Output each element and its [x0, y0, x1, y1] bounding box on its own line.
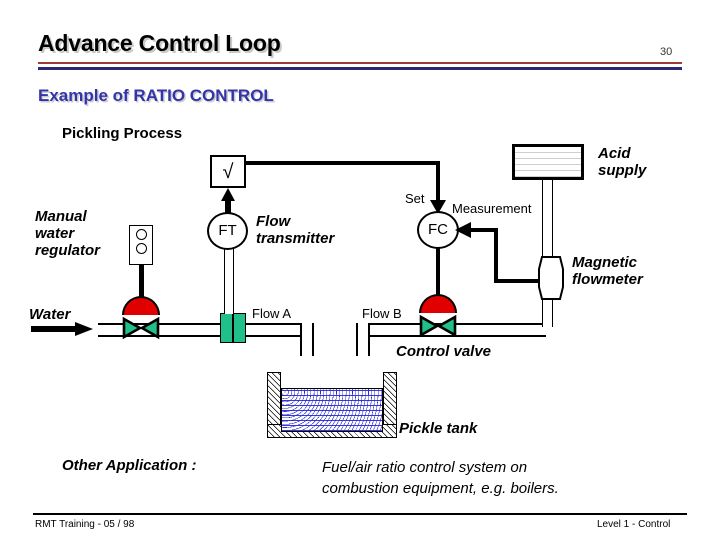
label-set: Set — [405, 191, 425, 206]
magnetic-flowmeter — [538, 256, 564, 300]
footer-left-text: RMT Training - 05 / 98 — [35, 519, 135, 530]
other-application-label: Other Application : — [62, 457, 197, 474]
acid-supply-tank — [512, 144, 584, 180]
label-acid-supply: Acid supply — [598, 145, 647, 179]
signal-measurement-vertical — [494, 228, 498, 283]
ft-to-sqrt-arrow-icon — [221, 188, 235, 214]
label-flow-b: Flow B — [362, 306, 402, 321]
label-magnetic-flowmeter: Magnetic flowmeter — [572, 254, 643, 288]
signal-sqrt-to-fc-horizontal — [244, 161, 440, 165]
water-flow-arrow-icon — [31, 322, 93, 336]
label-measurement: Measurement — [452, 201, 532, 216]
page-number: 30 — [660, 46, 673, 58]
orifice-plate-divider — [232, 313, 234, 343]
signal-measurement-lower — [494, 279, 544, 283]
measurement-arrow-icon — [455, 222, 471, 238]
tank-liquid — [281, 388, 383, 432]
label-manual-water-regulator: Manual water regulator — [35, 208, 101, 259]
square-root-extractor: √ — [210, 155, 246, 188]
other-application-text: Fuel/air ratio control system on combust… — [322, 459, 559, 497]
diagram-heading: Pickling Process — [62, 125, 183, 142]
flow-controller-bubble[interactable]: FC — [417, 211, 459, 249]
signal-sqrt-to-fc-vertical — [436, 161, 440, 203]
regulator-knob-upper — [135, 229, 147, 240]
manual-valve-actuator — [122, 296, 160, 315]
label-flow-transmitter: Flow transmitter — [256, 213, 335, 247]
set-arrow-icon — [430, 200, 446, 214]
header-rule-navy — [38, 67, 682, 70]
control-valve-actuator — [419, 294, 457, 313]
pipe-flow-a — [246, 323, 310, 337]
flow-transmitter-bubble[interactable]: FT — [207, 212, 248, 250]
label-flow-a: Flow A — [252, 306, 292, 321]
pipe-acid-upper — [542, 178, 553, 257]
manual-regulator-box — [129, 225, 153, 265]
pipe-flow-b-downleg — [356, 323, 370, 356]
slide-subtitle: Example of RATIO CONTROL — [38, 86, 274, 105]
signal-fc-output — [436, 248, 440, 296]
page-title: Advance Control Loop — [38, 30, 281, 56]
tank-wall-left — [267, 372, 281, 438]
signal-measurement-upper — [466, 228, 498, 232]
footer-right-text: Level 1 - Control — [597, 519, 671, 530]
manual-valve-stem — [139, 265, 144, 298]
footer-divider — [33, 513, 687, 515]
regulator-knob-lower — [135, 243, 147, 254]
pickle-tank — [267, 372, 397, 438]
manual-valve-body — [122, 316, 160, 340]
label-pickle-tank: Pickle tank — [399, 420, 478, 437]
control-valve-body — [419, 314, 457, 338]
pipe-flow-a-downleg — [300, 323, 314, 356]
label-water: Water — [29, 306, 71, 323]
label-control-valve: Control valve — [396, 343, 492, 360]
header-rule-red — [38, 62, 682, 64]
pipe-acid-lower — [542, 297, 553, 327]
pipe-ft-impulse — [224, 248, 234, 314]
